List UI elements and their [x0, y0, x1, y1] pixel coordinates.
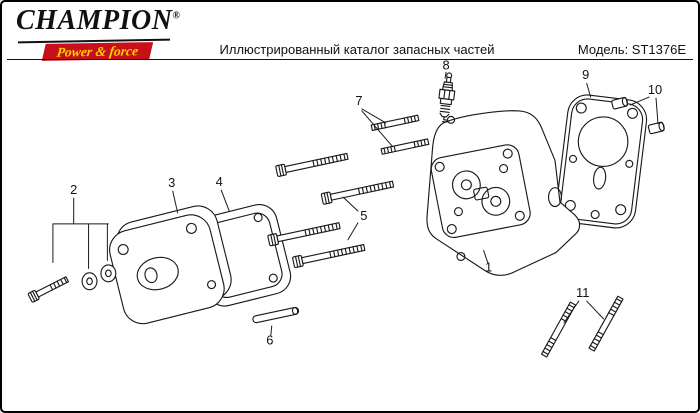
- leader-6: [270, 325, 273, 337]
- part-label-11: 11: [576, 285, 589, 300]
- header-divider: [7, 59, 693, 60]
- part-2-bolt-and-washers-drawing: [27, 264, 117, 304]
- part-label-7: 7: [355, 93, 362, 108]
- leader-1: [483, 250, 489, 263]
- part-label-1: 1: [485, 259, 492, 274]
- leader-lines: [52, 71, 659, 337]
- registered-mark: ®: [172, 10, 181, 22]
- part-8-spark-plug-drawing: [438, 72, 456, 123]
- part-label-3: 3: [168, 175, 175, 190]
- part-label-4: 4: [216, 174, 223, 189]
- leader-5: [342, 196, 359, 241]
- model-label: Модель: ST1376E: [577, 42, 686, 57]
- page-title: Иллюстрированный каталог запасных частей: [219, 42, 495, 57]
- leader-9: [586, 82, 592, 98]
- part-label-8: 8: [442, 57, 449, 72]
- part-9-head-gasket-drawing: [556, 94, 648, 229]
- leader-10: [629, 96, 659, 125]
- part-7-studs-drawing: [370, 114, 430, 155]
- part-labels: 1 2 3 4 5 6 7 8 9 10 11: [70, 57, 662, 347]
- part-6-pin-drawing: [251, 306, 300, 324]
- leader-3: [172, 190, 179, 214]
- part-label-6: 6: [266, 333, 273, 348]
- leader-7: [361, 108, 394, 148]
- part-label-2: 2: [70, 182, 77, 197]
- leader-11: [563, 300, 605, 324]
- part-1-cylinder-head-drawing: [426, 110, 581, 276]
- part-11-head-studs-drawing: [540, 295, 624, 358]
- part-label-9: 9: [582, 67, 589, 82]
- part-label-5: 5: [360, 208, 367, 223]
- part-5-cover-bolts-drawing: [267, 150, 395, 269]
- leader-8: [444, 71, 447, 79]
- brand-text: CHAMPION: [16, 5, 173, 36]
- leader-4: [220, 189, 230, 212]
- part-3-valve-cover-drawing: [109, 205, 232, 325]
- part-label-10: 10: [648, 82, 662, 97]
- brand-name: CHAMPION®: [16, 5, 180, 37]
- leader-2-bracket: [52, 197, 109, 269]
